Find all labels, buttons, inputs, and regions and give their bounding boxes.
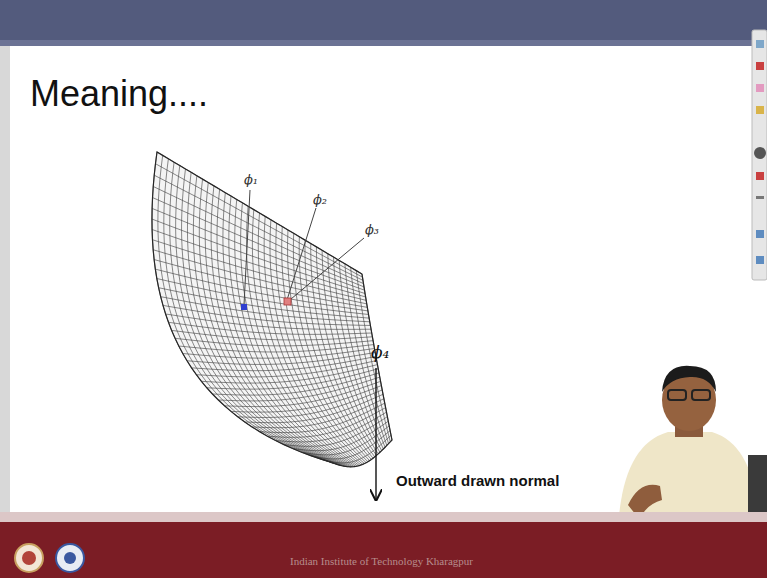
phi-label: ϕ₂ xyxy=(313,192,327,207)
presenter xyxy=(618,366,767,530)
slide-frame xyxy=(0,46,10,516)
logo xyxy=(15,544,84,572)
mesh-line xyxy=(264,216,363,464)
mesh-line xyxy=(164,159,334,463)
mesh-line xyxy=(258,213,361,465)
mesh-line xyxy=(175,338,373,346)
surface-mesh xyxy=(152,152,392,467)
mesh-line xyxy=(311,431,390,459)
mesh-line xyxy=(172,330,373,340)
footer-bar xyxy=(0,522,767,578)
mesh-line xyxy=(299,237,373,458)
mesh-line xyxy=(252,210,359,466)
mesh-line xyxy=(351,267,389,443)
mesh-line xyxy=(193,176,342,466)
mesh-line xyxy=(276,223,366,463)
normal-label: Outward drawn normal xyxy=(396,472,559,489)
mesh-line xyxy=(179,345,374,352)
toolbar xyxy=(752,30,767,280)
mesh-line xyxy=(207,369,378,389)
phi-label: ϕ₄ xyxy=(371,342,389,362)
mesh-line xyxy=(187,352,375,364)
mesh-line xyxy=(293,233,371,459)
point-marker xyxy=(284,298,291,305)
mesh-line xyxy=(356,271,390,442)
leader-line xyxy=(244,190,250,305)
mesh-line xyxy=(192,356,376,370)
phi-label: ϕ₁ xyxy=(244,172,258,187)
mesh-line xyxy=(217,189,349,466)
mesh-line xyxy=(170,162,335,464)
mesh-line xyxy=(362,274,392,440)
footer-text: Indian Institute of Technology Kharagpur xyxy=(290,555,473,567)
mesh-line xyxy=(199,179,343,466)
leader-line xyxy=(291,238,364,299)
point-marker xyxy=(241,304,247,310)
slide-title: Meaning.... xyxy=(30,73,208,115)
top-bar xyxy=(0,0,767,46)
normal-arrow xyxy=(375,368,376,500)
mesh-line xyxy=(163,305,370,325)
mesh-line xyxy=(282,227,368,462)
footer-strip xyxy=(0,512,767,522)
surface-outline xyxy=(152,152,392,467)
top-bar-edge xyxy=(0,40,767,46)
mesh-line xyxy=(311,244,377,456)
phi-label: ϕ₃ xyxy=(365,222,379,237)
leader-line xyxy=(287,208,316,300)
mesh-line xyxy=(247,206,358,466)
mesh-line xyxy=(223,193,351,467)
